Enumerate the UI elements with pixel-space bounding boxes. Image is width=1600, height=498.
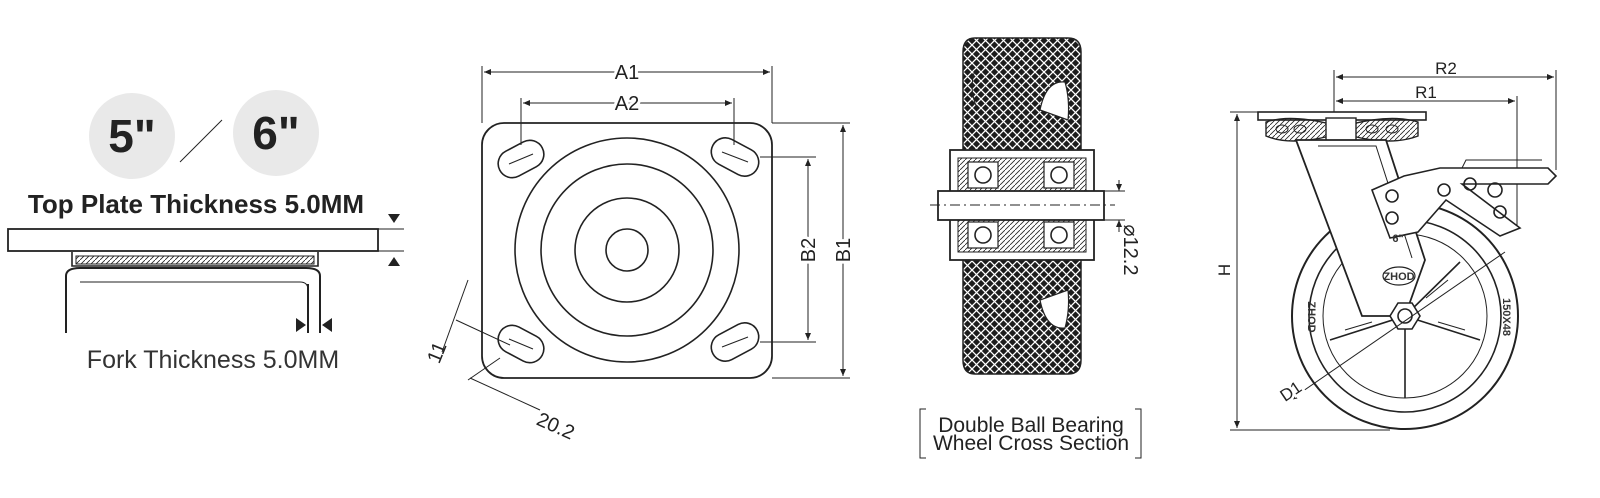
caption-line-1: Double Ball Bearing [938, 414, 1124, 437]
thickness-arrow-bottom [388, 257, 400, 266]
dim-a2-label: A2 [615, 93, 639, 115]
dim-a1-label: A1 [615, 62, 639, 84]
mounting-slot-top-left [497, 139, 545, 179]
top-plate [7, 228, 379, 252]
size-5-circle [89, 93, 175, 179]
tire-size-label: 150X48 [1500, 298, 1512, 336]
bearing-lower-right [1043, 221, 1075, 249]
dim-b2-label: B2 [798, 238, 820, 262]
fork-thickness-label: Fork Thickness 5.0MM [87, 346, 339, 374]
dim-b1-label: B1 [833, 238, 855, 262]
top-plate-section [7, 214, 404, 333]
dim-r1-label: R1 [1415, 83, 1437, 102]
center-hole [605, 228, 649, 272]
axle-nut [1389, 302, 1421, 330]
size-separator [179, 119, 223, 163]
dim-h-label: H [1215, 264, 1234, 276]
caption-bracket [919, 408, 1142, 459]
mounting-slot-bottom-right [710, 322, 760, 362]
brand-label: ZHOD [1383, 271, 1414, 283]
size-options: 5" 6" [89, 90, 319, 179]
size-5-label: 5" [108, 110, 155, 162]
brand-badge [1382, 266, 1416, 286]
bearing-upper-right [1043, 161, 1075, 189]
thickness-arrow-top [388, 214, 400, 223]
wheel-size-mark: 6" [1392, 233, 1403, 245]
top-plate-plan-view [441, 66, 850, 411]
dim-slot-length-label: 20.2 [533, 409, 578, 445]
axle-diameter-label: ⌀12.2 [1119, 225, 1141, 276]
wheel-cross-section [930, 37, 1125, 375]
dim-hole-offset-label: 11 [423, 339, 451, 366]
plate-outline [481, 122, 773, 379]
caster-side-view [1230, 70, 1558, 431]
bearing-lower-left [967, 221, 999, 249]
side-brake [1370, 167, 1558, 239]
caption-line-2: Wheel Cross Section [933, 432, 1129, 455]
mounting-slot-bottom-left [497, 324, 545, 364]
size-6-circle [233, 90, 319, 176]
brand-label-rim: ZHOD [1305, 301, 1317, 332]
dim-d1-label: D1 [1277, 377, 1306, 405]
size-6-label: 6" [252, 107, 299, 159]
top-plate-thickness-label: Top Plate Thickness 5.0MM [28, 189, 364, 219]
bearing-upper-left [967, 161, 999, 189]
dim-r2-label: R2 [1435, 59, 1457, 78]
mounting-slot-top-right [710, 137, 760, 177]
